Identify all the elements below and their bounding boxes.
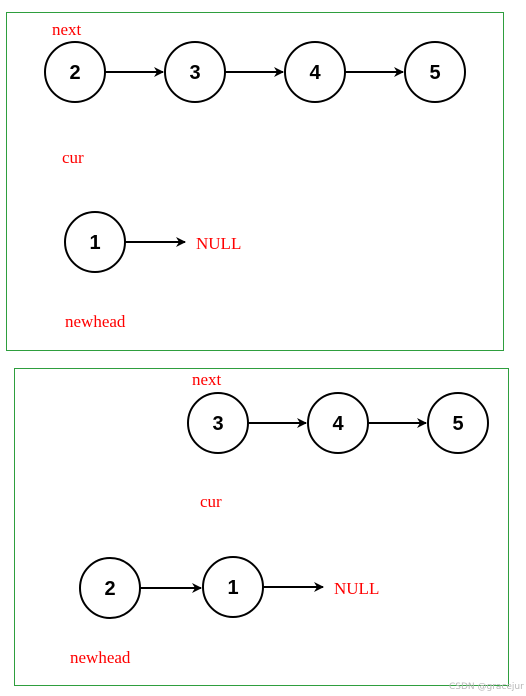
panel-2-node-3-value: 3 [212,413,223,435]
panel-1-node-2: 2 [44,41,106,103]
panel-2-next-label: next [192,370,222,389]
panel-2-node-4-value: 4 [332,413,344,435]
panel-1-frame [6,12,504,351]
panel-1-node-1: 1 [64,211,126,273]
panel-1-null-label: NULL [196,234,241,253]
panel-1-node-5-value: 5 [429,62,440,84]
panel-1-node-2-value: 2 [69,62,80,84]
panel-2-frame [14,368,509,686]
panel-2-node-4: 4 [307,392,369,454]
panel-2-cur-label: cur [200,492,222,511]
panel-1-next-label: next [52,20,82,39]
panel-1-node-1-value: 1 [89,232,100,254]
panel-2-node-3: 3 [187,392,249,454]
panel-2-node-5: 5 [427,392,489,454]
panel-1-newhead-label: newhead [65,312,126,331]
watermark: CSDN @gracejur [449,682,524,692]
panel-2-node-2: 2 [79,557,141,619]
panel-1-cur-label: cur [62,148,84,167]
panel-1-node-4: 4 [284,41,346,103]
panel-2-null-label: NULL [334,579,379,598]
panel-1-node-3-value: 3 [189,62,200,84]
panel-1-node-4-value: 4 [309,62,321,84]
panel-2-newhead-label: newhead [70,648,131,667]
panel-2-node-2-value: 2 [104,578,115,600]
panel-1-node-3: 3 [164,41,226,103]
panel-2-node-5-value: 5 [452,413,463,435]
panel-2-node-1-value: 1 [227,577,238,599]
panel-1-node-5: 5 [404,41,466,103]
panel-2-node-1: 1 [202,556,264,618]
